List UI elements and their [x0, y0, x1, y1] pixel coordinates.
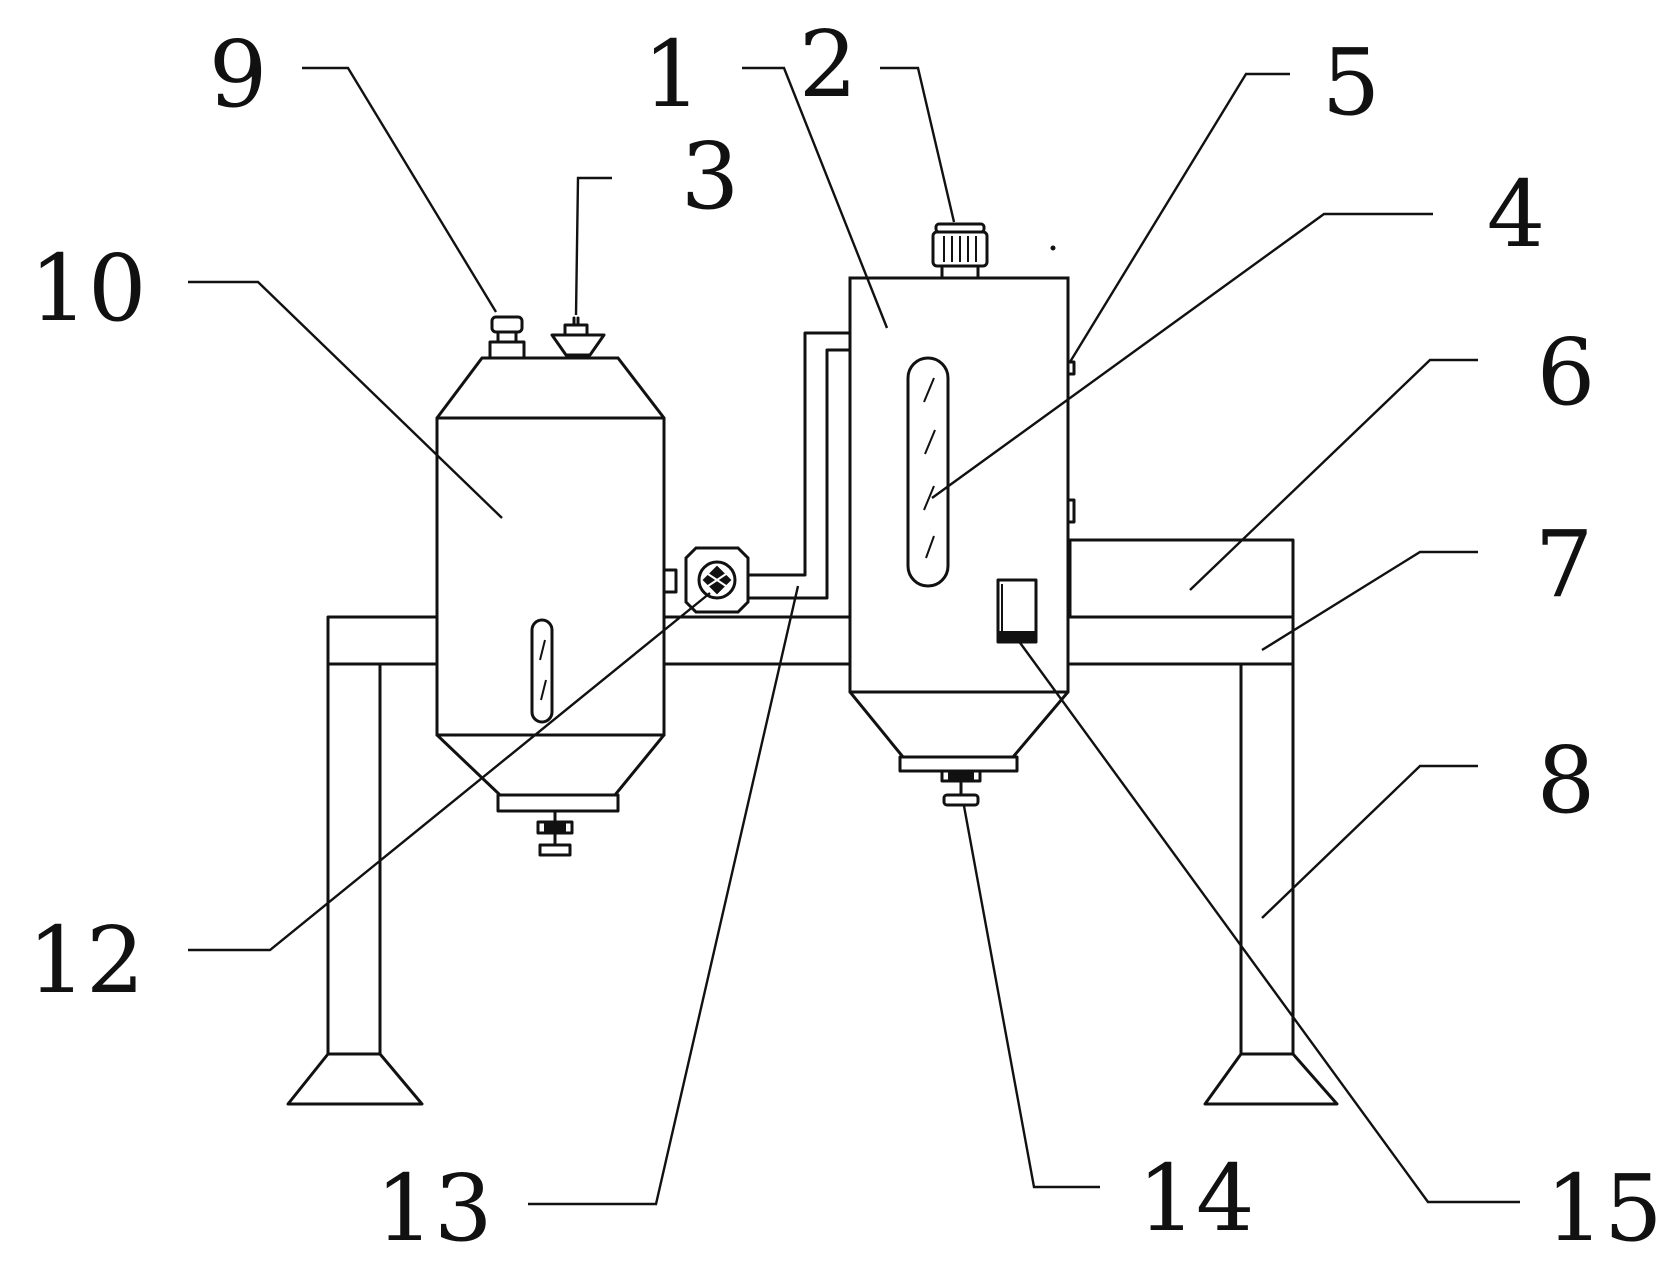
top-motor [931, 222, 989, 280]
right-vessel-body [848, 276, 1070, 759]
label-10: 10 [29, 235, 146, 342]
right-bottom-flange [898, 755, 1019, 773]
left-leg [326, 662, 382, 1056]
label-6: 6 [1537, 319, 1596, 426]
left-vessel [435, 315, 678, 857]
leader-7 [1261, 550, 1478, 652]
leader-14 [962, 805, 1100, 1189]
control-box [996, 578, 1038, 644]
left-bottom-valve [536, 809, 574, 857]
label-7: 7 [1535, 511, 1594, 618]
label-15: 15 [1545, 1155, 1662, 1262]
label-8: 8 [1537, 727, 1596, 834]
leader-3 [574, 176, 612, 316]
transfer-pump [684, 546, 750, 614]
support-frame [286, 538, 1339, 1106]
left-top-funnel [550, 316, 606, 357]
leader-8 [1261, 764, 1478, 919]
right-bottom-valve [940, 769, 982, 807]
left-top-fitting [488, 315, 526, 360]
left-bottom-flange [496, 793, 620, 813]
left-foot [286, 1052, 424, 1106]
label-13: 13 [375, 1155, 492, 1262]
upper-beam [1068, 538, 1295, 619]
side-fitting-lower [1066, 498, 1076, 524]
label-12: 12 [27, 907, 144, 1014]
left-vessel-body [435, 356, 666, 797]
right-sight-glass [906, 356, 950, 588]
leader-12 [188, 592, 711, 952]
leader-lines [188, 66, 1520, 1206]
right-leg [1239, 662, 1295, 1056]
label-4: 4 [1487, 161, 1546, 268]
leader-4 [931, 212, 1433, 499]
connecting-pipe [746, 331, 852, 600]
label-9: 9 [209, 21, 268, 128]
leader-15 [1017, 639, 1520, 1204]
leader-13 [528, 585, 800, 1206]
label-2: 2 [799, 11, 858, 118]
right-vessel [848, 222, 1076, 807]
lower-beam [326, 615, 1295, 666]
leader-2 [880, 66, 956, 223]
side-fitting-upper [1066, 360, 1076, 376]
leader-1 [742, 66, 889, 329]
left-side-stub [662, 568, 678, 594]
speck [1050, 245, 1056, 251]
leader-6 [1189, 358, 1478, 591]
left-sight-glass [530, 618, 554, 724]
label-1: 1 [643, 21, 702, 128]
label-5: 5 [1322, 29, 1381, 136]
label-3: 3 [681, 123, 740, 230]
leader-9 [302, 66, 498, 313]
right-foot [1203, 1052, 1339, 1106]
leader-10 [188, 280, 503, 519]
callout-labels: 9 1 2 5 3 4 10 6 7 8 12 13 14 15 [27, 11, 1662, 1262]
label-14: 14 [1137, 1145, 1254, 1252]
leader-5 [1068, 72, 1290, 363]
